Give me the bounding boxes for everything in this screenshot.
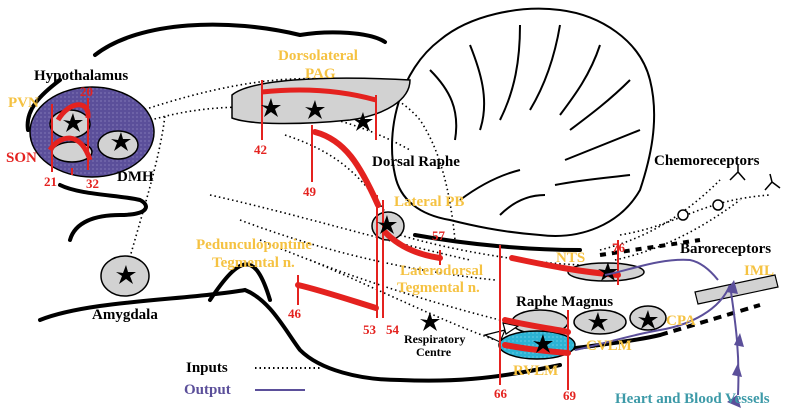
- label-iml: IML: [744, 263, 774, 279]
- label-cpa: CPA: [666, 313, 696, 329]
- label-heart: Heart and Blood Vessels: [615, 391, 770, 407]
- label-ppt-line2: Tegmental n.: [212, 255, 295, 271]
- spinal-dash: [659, 303, 761, 337]
- label-ldt-line1: Laterodorsal: [400, 263, 483, 279]
- label-chemoreceptors: Chemoreceptors: [654, 153, 760, 169]
- label-son: SON: [6, 150, 37, 166]
- num-57: 57: [432, 228, 446, 243]
- label-hypothalamus: Hypothalamus: [34, 68, 128, 84]
- num-49: 49: [303, 184, 317, 199]
- num-53: 53: [363, 322, 377, 337]
- label-amygdala: Amygdala: [92, 307, 158, 323]
- label-pvn: PVN: [8, 95, 39, 111]
- num-21: 21: [44, 174, 57, 189]
- label-raphe-magnus: Raphe Magnus: [516, 294, 613, 310]
- red-markers: [297, 125, 619, 390]
- output-arrows: [726, 280, 744, 408]
- label-baroreceptors: Baroreceptors: [680, 241, 771, 257]
- dorsal-dash: [599, 238, 701, 257]
- input-pathways: [99, 77, 771, 341]
- pag-region: [231, 77, 411, 140]
- num-76: 76: [612, 240, 626, 255]
- label-ldt-line2: Tegmental n.: [397, 280, 480, 296]
- brain-outline: [25, 22, 662, 383]
- receptor-endings: [677, 165, 781, 221]
- label-lateral-pb: Lateral PB: [394, 194, 464, 210]
- num-46: 46: [288, 306, 302, 321]
- label-cvlm: CVLM: [586, 338, 632, 354]
- label-pag-line1: Dorsolateral: [278, 48, 358, 64]
- label-respiratory-line1: Respiratory: [404, 332, 465, 346]
- label-nts: NTS: [556, 250, 585, 266]
- cerebellum: [391, 7, 656, 237]
- legend-inputs-label: Inputs: [186, 360, 228, 376]
- num-66: 66: [494, 386, 508, 401]
- label-dorsal-raphe: Dorsal Raphe: [372, 154, 460, 170]
- legend-output-label: Output: [184, 382, 231, 398]
- hypothalamus-region: [29, 86, 155, 178]
- neuron-stars: [63, 98, 658, 353]
- num-20: 20: [80, 84, 93, 99]
- num-42: 42: [254, 142, 267, 157]
- num-69: 69: [563, 388, 577, 403]
- label-dmh: DMH: [117, 169, 154, 185]
- label-pag-line2: PAG: [305, 66, 336, 82]
- num-32: 32: [86, 176, 99, 191]
- label-respiratory-line2: Centre: [416, 345, 452, 359]
- num-54: 54: [386, 322, 400, 337]
- label-rvlm: RVLM: [513, 363, 558, 379]
- respiratory-arrow-2: [502, 322, 520, 335]
- legend: Inputs Output: [184, 360, 320, 398]
- output-pathway: [574, 258, 740, 396]
- label-ppt-line1: Pedunculopontine: [196, 237, 312, 253]
